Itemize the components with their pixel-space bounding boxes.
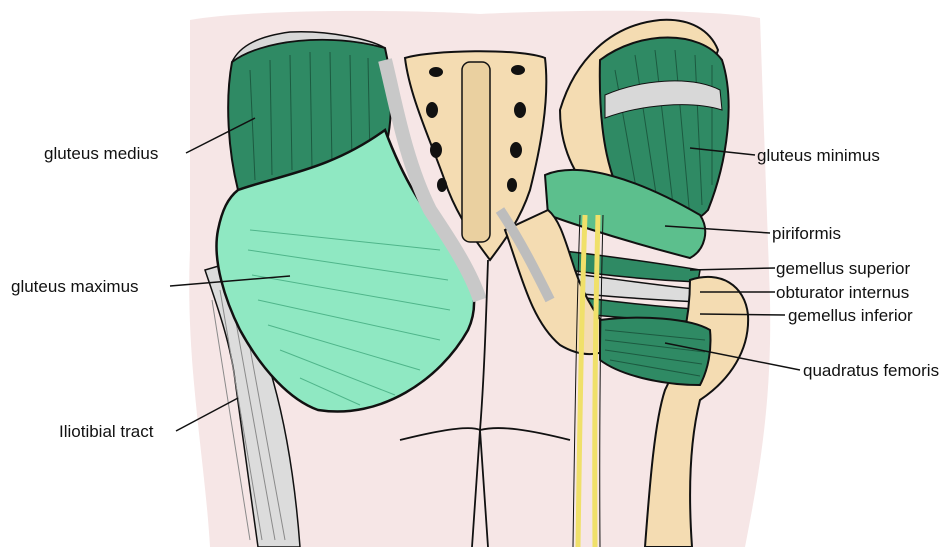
- label-gluteus-minimus: gluteus minimus: [757, 147, 880, 164]
- sacral-median-crest: [462, 62, 490, 242]
- label-gemellus-inferior: gemellus inferior: [788, 307, 913, 324]
- label-gemellus-superior: gemellus superior: [776, 260, 910, 277]
- label-piriformis: piriformis: [772, 225, 841, 242]
- leader-gemellus-inferior: [700, 314, 785, 315]
- label-gluteus-maximus: gluteus maximus: [11, 278, 139, 295]
- label-iliotibial-tract: Iliotibial tract: [59, 423, 153, 440]
- label-quadratus-femoris: quadratus femoris: [803, 362, 939, 379]
- label-obturator-internus: obturator internus: [776, 284, 909, 301]
- label-gluteus-medius: gluteus medius: [44, 145, 158, 162]
